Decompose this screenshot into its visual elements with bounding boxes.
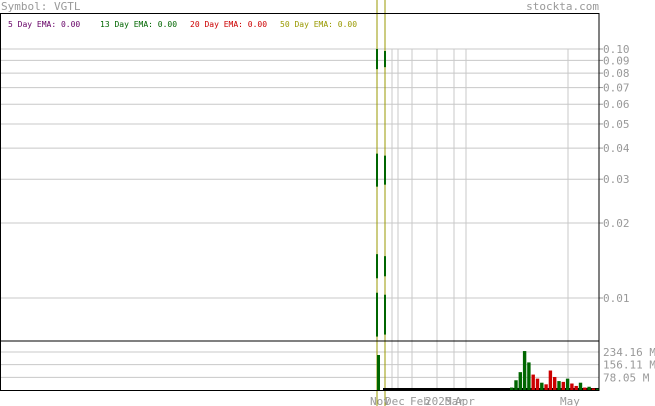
volume-bar <box>518 372 522 390</box>
price-tick-label: 0.10 <box>603 43 630 56</box>
volume-bar <box>522 351 527 390</box>
volume-bar <box>583 387 587 390</box>
chart-frame <box>0 13 600 391</box>
x-tick-label: Dec <box>385 395 405 406</box>
x-tick-label: May <box>560 395 580 406</box>
volume-bar <box>587 386 591 390</box>
volume-bar <box>514 380 518 390</box>
volume-bar <box>377 355 380 390</box>
volume-bar <box>574 385 578 390</box>
price-tick-label: 0.08 <box>603 67 630 80</box>
x-tick-label: Feb <box>410 395 430 406</box>
price-tick-label: 0.05 <box>603 118 630 131</box>
x-tick-label: Nov <box>370 395 390 406</box>
volume-bar <box>578 382 583 390</box>
ema-legend-item: 50 Day EMA: 0.00 <box>280 20 358 29</box>
volume-bar <box>570 383 574 390</box>
ema-legend-item: 13 Day EMA: 0.00 <box>100 20 178 29</box>
ema-legend-item: 5 Day EMA: 0.00 <box>8 20 81 29</box>
volume-bar <box>531 374 535 390</box>
volume-bar <box>540 382 544 390</box>
price-tick-label: 0.06 <box>603 98 630 111</box>
volume-tick-label: 78.05 M <box>603 371 650 384</box>
volume-bar <box>527 362 531 390</box>
volume-bar <box>591 388 596 390</box>
volume-tick-label: 156.11 M <box>603 359 655 372</box>
ema-legend-item: 20 Day EMA: 0.00 <box>190 20 268 29</box>
x-tick-label: 2025 <box>425 395 452 406</box>
volume-bar <box>565 378 570 390</box>
volume-bar <box>510 387 514 390</box>
price-tick-label: 0.04 <box>603 142 630 155</box>
volume-bar <box>548 370 553 390</box>
price-tick-label: 0.07 <box>603 82 630 95</box>
price-tick-label: 0.09 <box>603 54 630 67</box>
x-tick-label: Apr <box>455 395 475 406</box>
volume-bar <box>553 377 557 390</box>
volume-bar <box>596 388 600 390</box>
volume-tick-label: 234.16 M <box>603 346 655 359</box>
volume-bar <box>544 384 548 390</box>
volume-bar <box>535 378 540 390</box>
site-name[interactable]: stockta.com <box>526 0 599 13</box>
price-tick-label: 0.01 <box>603 292 630 305</box>
x-tick-label: Mar <box>445 395 465 406</box>
price-tick-label: 0.03 <box>603 173 630 186</box>
symbol-label: Symbol: VGTL <box>1 0 81 13</box>
volume-bar <box>557 381 561 390</box>
price-tick-label: 0.02 <box>603 217 630 230</box>
volume-bar <box>561 381 565 390</box>
